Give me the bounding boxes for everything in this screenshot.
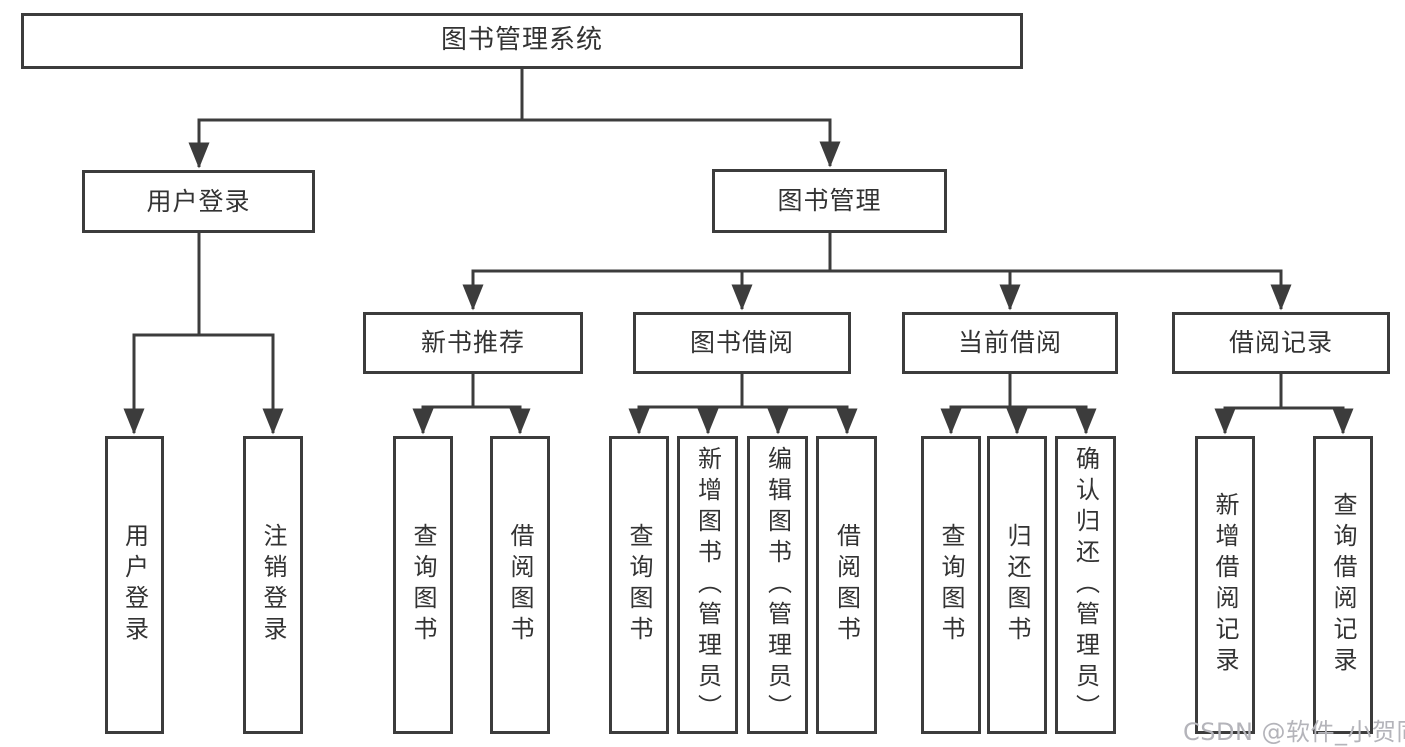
node-new-book-recommend: 新书推荐 <box>363 312 583 374</box>
node-label: 查询图书 <box>409 523 437 647</box>
node-label: 编辑图书（管理员） <box>763 445 792 725</box>
tree-trunk-lines <box>132 64 1345 410</box>
node-leaf-edit-books-admin: 编辑图书（管理员） <box>747 436 808 734</box>
node-label: 查询图书 <box>937 523 965 647</box>
node-leaf-borrow-books-borrowing: 借阅图书 <box>816 436 877 734</box>
node-current-borrowing: 当前借阅 <box>902 312 1118 374</box>
node-leaf-user-login: 用户登录 <box>105 436 164 734</box>
node-leaf-add-books-admin: 新增图书（管理员） <box>677 436 738 734</box>
node-label: 当前借阅 <box>957 328 1062 357</box>
node-book-borrowing: 图书借阅 <box>633 312 851 374</box>
node-label: 借阅图书 <box>506 523 534 647</box>
node-label: 归还图书 <box>1003 523 1031 647</box>
node-leaf-confirm-return-admin: 确认归还（管理员） <box>1055 436 1116 734</box>
node-label: 图书借阅 <box>689 328 794 357</box>
node-label: 确认归还（管理员） <box>1071 445 1100 725</box>
node-label: 新增借阅记录 <box>1211 492 1239 678</box>
node-label: 用户登录 <box>146 186 251 216</box>
node-user-login: 用户登录 <box>82 170 315 233</box>
node-root: 图书管理系统 <box>21 13 1023 69</box>
node-label: 借阅记录 <box>1228 328 1333 357</box>
node-label: 新增图书（管理员） <box>693 445 722 725</box>
node-leaf-query-books-borrowing: 查询图书 <box>609 436 669 734</box>
node-label: 借阅图书 <box>832 523 861 647</box>
node-label: 用户登录 <box>120 523 149 647</box>
node-label: 图书管理 <box>777 186 882 215</box>
node-borrowing-records: 借阅记录 <box>1172 312 1390 374</box>
node-label: 查询借阅记录 <box>1329 492 1357 678</box>
node-leaf-query-books-recommend: 查询图书 <box>393 436 453 734</box>
watermark-text: CSDN @软件_小贺同学 <box>1183 718 1405 746</box>
node-label: 图书管理系统 <box>440 25 603 56</box>
node-leaf-query-borrow-record: 查询借阅记录 <box>1313 436 1373 734</box>
node-label: 新书推荐 <box>420 328 525 357</box>
node-leaf-return-books: 归还图书 <box>987 436 1047 734</box>
tree-arrows <box>123 120 1354 435</box>
node-book-management: 图书管理 <box>712 169 947 233</box>
node-label: 注销登录 <box>259 523 287 647</box>
node-leaf-query-books-current: 查询图书 <box>921 436 981 734</box>
node-leaf-add-borrow-record: 新增借阅记录 <box>1195 436 1255 734</box>
node-leaf-borrow-books-recommend: 借阅图书 <box>490 436 550 734</box>
node-label: 查询图书 <box>625 523 653 647</box>
node-leaf-logout: 注销登录 <box>243 436 303 734</box>
